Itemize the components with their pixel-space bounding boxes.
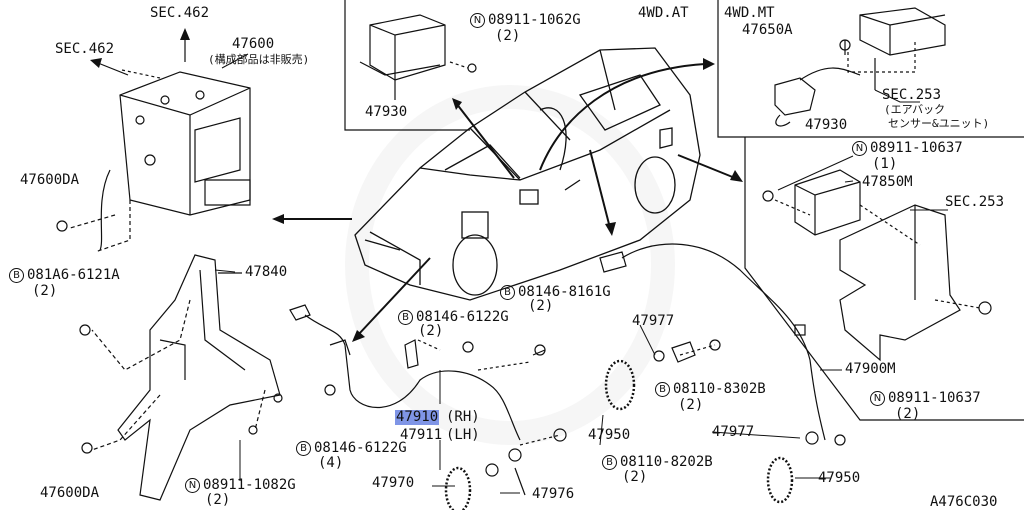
nut-symbol-n-icon: N — [470, 13, 485, 28]
bolt-symbol-b-icon: B — [655, 382, 670, 397]
label-part-47930-at: 47930 — [365, 104, 408, 120]
label-part-47650a: 47650A — [742, 22, 793, 38]
label-nut-08911-10637-top: 08911-10637 — [870, 140, 963, 156]
label-bolt-08146-6122g-top-qty: (2) — [418, 323, 444, 339]
wheel-sensor-front — [289, 304, 567, 477]
label-bolt-08110-8302b: 08110-8302B — [673, 381, 766, 397]
label-bolt-08146-6122g-bot-qty: (4) — [318, 455, 344, 471]
label-part-47976: 47976 — [532, 486, 575, 502]
pointer-arrows — [278, 63, 736, 336]
label-nut-08911-10637-top-qty: (1) — [872, 156, 898, 172]
bolt-symbol-b-icon: B — [602, 455, 617, 470]
nut-symbol-n-icon: N — [852, 141, 867, 156]
vehicle-outline — [354, 47, 701, 301]
label-part-47950-bot: 47950 — [818, 470, 861, 486]
label-4wd-mt: 4WD.MT — [724, 5, 775, 21]
label-part-47950-mid: 47950 — [588, 427, 631, 443]
label-part-47970: 47970 — [372, 475, 415, 491]
label-sec253-top-note1: (エアバック — [884, 103, 946, 116]
nut-symbol-n-icon: N — [185, 478, 200, 493]
label-bolt-08146-6122g-top: 08146-6122G — [416, 309, 509, 325]
label-bolt-08146-8161g-qty: (2) — [528, 298, 554, 314]
module-47850m — [762, 169, 861, 236]
label-bolt-08110-8202b: 08110-8202B — [620, 454, 713, 470]
label-nut-08911-1082g-qty: (2) — [205, 492, 231, 508]
sec462-left-arrow — [97, 62, 129, 76]
label-part-47600-note: (構成部品は非販売) — [208, 53, 310, 66]
inset-frame-divider — [717, 0, 1024, 138]
mt-inset-parts — [774, 7, 946, 127]
label-part-47911-side: (LH) — [446, 427, 480, 443]
relay-47930-at — [359, 14, 477, 81]
bolt-symbol-b-icon: B — [500, 285, 515, 300]
bolt-symbol-b-icon: B — [398, 310, 413, 325]
inset-frame-bracket — [744, 137, 1024, 421]
label-sec253-top: SEC.253 — [882, 87, 942, 103]
inset-frame-4wd-at — [344, 0, 470, 131]
label-part-47900m: 47900M — [845, 361, 896, 377]
label-bolt-081a6: 081A6-6121A — [27, 267, 120, 283]
bolt-symbol-b-icon: B — [296, 441, 311, 456]
label-sec462-top: SEC.462 — [150, 5, 210, 21]
label-bolt-081a6-qty: (2) — [32, 283, 58, 299]
label-nut-08911-10637-bot-qty: (2) — [895, 406, 921, 422]
label-nut-08911-1062g: 08911-1062G — [488, 12, 581, 28]
label-bolt-08146-6122g-bot: 08146-6122G — [314, 440, 407, 456]
label-part-47840: 47840 — [245, 264, 288, 280]
label-part-47600: 47600 — [232, 36, 275, 52]
label-sec253-mid: SEC.253 — [945, 194, 1005, 210]
label-part-47600da-top: 47600DA — [20, 172, 80, 188]
label-part-47911: 47911 — [400, 427, 443, 443]
label-nut-08911-10637-bot: 08911-10637 — [888, 390, 981, 406]
diagram-code: A476C030 — [930, 494, 998, 510]
abs-actuator-47600 — [119, 71, 251, 216]
bolt-symbol-b-icon: B — [9, 268, 24, 283]
label-part-47600da-bottom: 47600DA — [40, 485, 100, 501]
tone-rings — [444, 359, 794, 510]
label-bolt-08110-8302b-qty: (2) — [678, 397, 704, 413]
label-sec462-left: SEC.462 — [55, 41, 115, 57]
label-nut-08911-1062g-qty: (2) — [495, 28, 521, 44]
label-bolt-08110-8202b-qty: (2) — [622, 469, 648, 485]
label-part-47850m: 47850M — [862, 174, 913, 190]
label-nut-08911-1082g: 08911-1082G — [203, 477, 296, 493]
label-part-47977-bot: 47977 — [712, 424, 755, 440]
label-part-47910-side: (RH) — [446, 409, 480, 425]
label-sec253-top-note2: センサー&ユニット) — [888, 117, 990, 130]
label-part-47930-mt: 47930 — [805, 117, 848, 133]
label-part-47977-mid: 47977 — [632, 313, 675, 329]
label-4wd-at: 4WD.AT — [638, 5, 689, 21]
bracket-47840 — [117, 254, 281, 501]
nut-symbol-n-icon: N — [870, 391, 885, 406]
label-bolt-08146-8161g: 08146-8161G — [518, 284, 611, 300]
wheel-sensor-rear — [599, 243, 846, 446]
label-part-47910-highlighted[interactable]: 47910 — [395, 409, 440, 425]
bracket-sec253 — [839, 204, 992, 362]
